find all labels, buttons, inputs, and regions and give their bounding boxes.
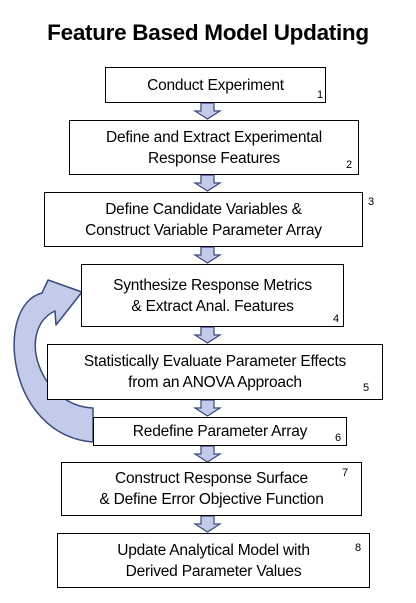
- step-5-number: 5: [363, 382, 370, 394]
- step-box-7: Construct Response Surface & Define Erro…: [61, 462, 362, 516]
- step-4-label: Synthesize Response Metrics & Extract An…: [113, 276, 312, 315]
- step-1-label: Conduct Experiment: [147, 76, 284, 94]
- step-3-label: Define Candidate Variables & Construct V…: [85, 200, 322, 239]
- down-arrow-6-7: [192, 445, 223, 463]
- step-7-label: Construct Response Surface & Define Erro…: [99, 470, 324, 508]
- down-arrow-5-6: [192, 399, 223, 417]
- step-6-label: Redefine Parameter Array: [132, 423, 308, 440]
- step-box-1: Conduct Experiment: [105, 67, 326, 103]
- down-arrow-3-4: [192, 246, 223, 264]
- step-box-8: Update Analytical Model with Derived Par…: [57, 533, 370, 588]
- down-arrow-2-3: [192, 174, 223, 192]
- step-2-number: 2: [346, 159, 353, 171]
- step-box-2: Define and Extract Experimental Response…: [69, 120, 359, 175]
- down-arrow-1-2: [192, 102, 223, 120]
- step-2-label: Define and Extract Experimental Response…: [105, 128, 323, 167]
- step-box-4: Synthesize Response Metrics & Extract An…: [81, 264, 344, 327]
- down-arrow-7-8: [192, 515, 223, 533]
- step-5-label: Statistically Evaluate Parameter Effects…: [83, 353, 347, 391]
- step-4-number: 4: [333, 313, 340, 325]
- step-8-number: 8: [355, 542, 362, 554]
- step-7-number: 7: [342, 467, 349, 479]
- step-8-label: Update Analytical Model with Derived Par…: [117, 541, 310, 580]
- step-box-6: Redefine Parameter Array: [93, 417, 347, 446]
- step-6-number: 6: [335, 432, 342, 444]
- step-box-3: Define Candidate Variables & Construct V…: [44, 192, 363, 247]
- step-1-number: 1: [317, 89, 324, 101]
- down-arrow-4-5: [192, 326, 223, 344]
- diagram-title: Feature Based Model Updating: [47, 20, 369, 45]
- step-box-5: Statistically Evaluate Parameter Effects…: [47, 344, 383, 400]
- step-3-number: 3: [368, 196, 375, 208]
